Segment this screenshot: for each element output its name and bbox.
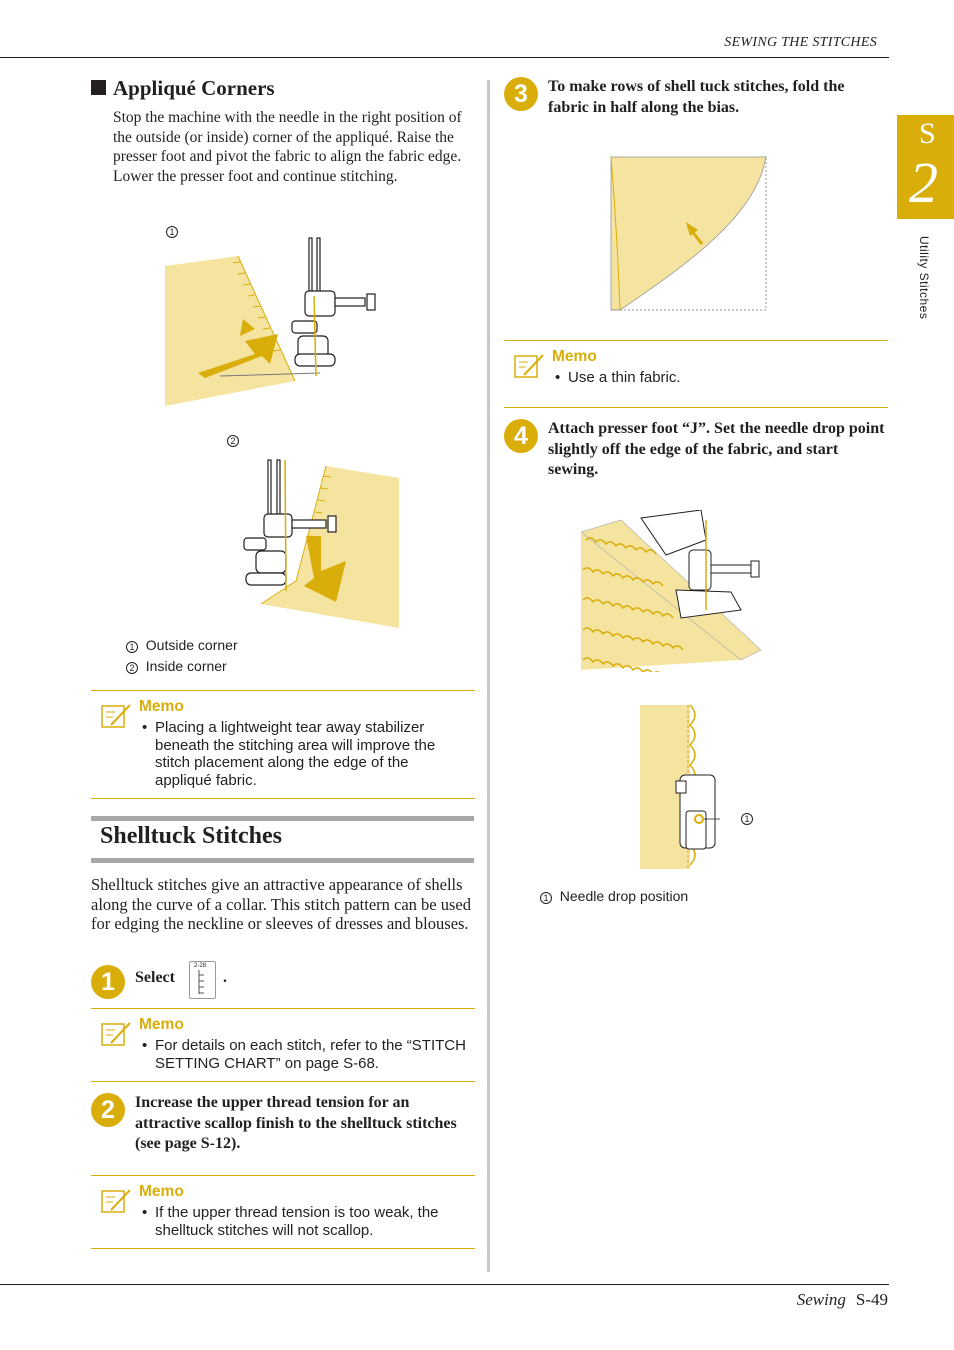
running-header: SEWING THE STITCHES [724,35,877,50]
memo-text: •If the upper thread tension is too weak… [142,1204,439,1239]
caption-outside-corner: 1 Outside corner [126,637,238,653]
memo-box-stabilizer: Memo •Placing a lightweight tear away st… [91,690,475,799]
step-3-text: To make rows of shell tuck stitches, fol… [548,78,845,116]
heading-square-icon [91,80,106,95]
step-4-text: Attach presser foot “J”. Set the needle … [548,420,885,478]
shelltuck-intro: Shelltuck stitches give an attractive ap… [91,875,471,933]
outside-corner-illustration [165,237,376,406]
page-footer: Sewing S-49 [797,1290,888,1310]
step-3: 3 To make rows of shell tuck stitches, f… [504,77,888,127]
step-1-text-end: . [223,969,227,986]
memo-notebook-icon [101,1022,131,1046]
memo-box-stitch-chart: Memo •For details on each stitch, refer … [91,1008,475,1082]
step-2: 2 Increase the upper thread tension for … [91,1093,475,1163]
sewing-shelltuck-illustration [581,510,762,672]
memo-notebook-icon [101,704,131,728]
step-4: 4 Attach presser foot “J”. Set the needl… [504,419,888,489]
chapter-number: 2 [909,150,938,215]
figure-marker-2: 2 [227,431,239,449]
memo-box-tension: Memo •If the upper thread tension is too… [91,1175,475,1249]
footer-section: Sewing [796,1290,846,1309]
applique-body: Stop the machine with the needle in the … [113,109,462,185]
memo-text: •For details on each stitch, refer to th… [142,1037,466,1072]
step-number-1: 1 [91,965,125,999]
header-rule [0,57,889,58]
memo-text: •Placing a lightweight tear away stabili… [142,719,436,789]
memo-box-thin-fabric: Memo •Use a thin fabric. [504,340,888,408]
needle-drop-marker: 1 [741,809,753,827]
memo-title: Memo [139,1183,184,1200]
step-1: 1 Select 2-28 . [91,961,475,1001]
chapter-label: Utility Stitches [917,236,931,320]
inside-corner-illustration [243,459,399,628]
step-number-4: 4 [504,419,538,453]
step-number-2: 2 [91,1093,125,1127]
shelltuck-section-header: Shelltuck Stitches [91,816,474,863]
memo-notebook-icon [101,1189,131,1213]
page-number: S-49 [855,1290,888,1309]
step-1-text: Select [135,969,175,986]
memo-notebook-icon [514,354,544,378]
caption-inside-corner: 2 Inside corner [126,658,227,674]
footer-rule [0,1284,889,1285]
memo-title: Memo [139,698,184,715]
column-divider [487,80,490,1272]
memo-title: Memo [139,1016,184,1033]
folded-fabric-illustration [610,155,767,311]
step-number-3: 3 [504,77,538,111]
figure-marker-1: 1 [166,222,178,240]
section-bar-bottom [91,858,474,863]
section-bar-top [91,816,474,821]
needle-drop-illustration [640,704,720,869]
memo-title: Memo [552,348,597,365]
chapter-letter: S [919,117,936,150]
step-2-text: Increase the upper thread tension for an… [135,1094,457,1152]
applique-heading: Appliqué Corners [91,76,275,101]
memo-text: •Use a thin fabric. [555,369,681,386]
chapter-tab: S 2 [897,115,954,219]
caption-needle-drop: 1 Needle drop position [540,888,688,904]
stitch-key-icon: 2-28 [189,961,216,999]
shelltuck-heading: Shelltuck Stitches [100,823,283,849]
